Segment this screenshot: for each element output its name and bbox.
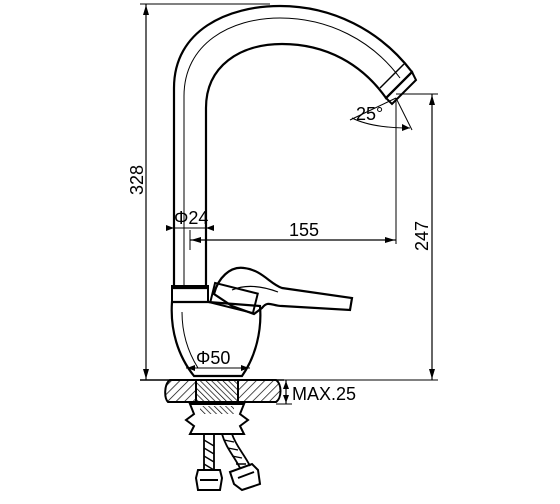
lever-handle	[212, 266, 354, 316]
spout-nozzle	[384, 70, 418, 106]
arrow-angle	[402, 124, 410, 131]
label-reach: 155	[289, 220, 319, 240]
arrow-total-bottom	[143, 369, 149, 379]
base-body	[170, 300, 262, 378]
arrow-reach-left	[191, 237, 201, 243]
dim-angle-ray-1	[349, 97, 397, 121]
flex-hose-braid-right	[223, 439, 246, 465]
nozzle-aerator-line	[379, 63, 405, 89]
under-counter-fittings	[184, 403, 262, 492]
arrow-base-left	[187, 365, 195, 371]
faucet-body	[170, 4, 418, 378]
hose-end-left	[194, 469, 224, 491]
cartridge-cap	[209, 281, 259, 315]
label-total-height: 328	[127, 165, 147, 195]
base-detail	[181, 311, 199, 369]
arrow-counter-top	[283, 381, 289, 389]
label-base-diameter: Φ50	[196, 348, 230, 368]
dim-angle-ray-2	[395, 97, 413, 131]
arrow-total-top	[143, 5, 149, 15]
dimension-lines	[140, 3, 438, 405]
arrow-tube-right	[206, 225, 214, 231]
spout-inner-line	[183, 17, 401, 286]
dimension-labels: 328 247 155 Φ24 Φ50 MAX.25 25°	[127, 104, 432, 404]
label-counter-thickness: MAX.25	[292, 384, 356, 404]
arrow-spout-top	[429, 95, 435, 105]
hose-end-right	[228, 462, 262, 492]
counter-left-section	[164, 379, 197, 403]
arrow-counter-bottom	[283, 395, 289, 403]
arrow-spout-bottom	[429, 369, 435, 379]
flex-hose-right	[221, 433, 251, 469]
arrow-base-right	[241, 365, 249, 371]
mounting-shank	[195, 379, 239, 403]
arrow-reach-right	[385, 237, 395, 243]
counter-right-section	[237, 379, 282, 403]
nut-hatch	[200, 406, 234, 414]
counter-section	[140, 379, 284, 403]
spout-outer-outline	[172, 4, 414, 290]
label-tube-diameter: Φ24	[174, 208, 208, 228]
flex-hose-braid-left	[203, 439, 215, 471]
arrow-tube-left	[166, 225, 174, 231]
mounting-nut	[184, 403, 250, 435]
label-spout-angle: 25°	[356, 104, 383, 124]
label-spout-height: 247	[412, 221, 432, 251]
